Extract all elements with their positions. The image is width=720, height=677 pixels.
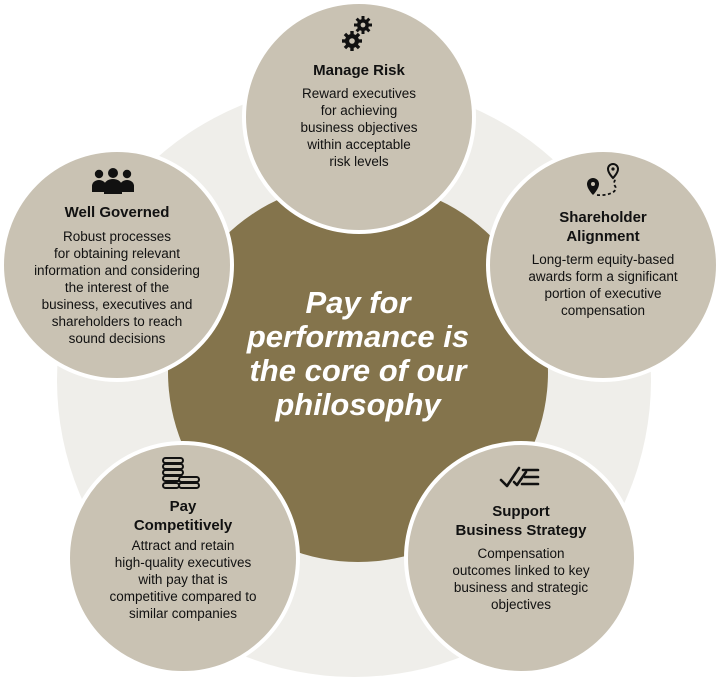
node-title: Pay Competitively <box>133 498 233 534</box>
core-line: philosophy <box>275 387 441 422</box>
node-title: Well Governed <box>64 204 170 221</box>
node-description: Attract and retain high-quality executiv… <box>109 538 257 621</box>
node-description: Robust processes for obtaining relevant … <box>34 229 200 346</box>
node-description: Long-term equity-based awards form a sig… <box>528 252 678 318</box>
node-description: Compensation outcomes linked to key busi… <box>452 546 590 612</box>
group-icon <box>92 168 134 194</box>
core-line: performance is <box>246 319 470 354</box>
map-route-icon <box>587 162 620 197</box>
node-title: Support Business Strategy <box>455 503 587 539</box>
checklist-icon <box>499 466 540 488</box>
core-statement: Pay for performance is the core of our p… <box>190 286 526 422</box>
coins-icon <box>162 457 200 489</box>
core-line: Pay for <box>305 285 411 320</box>
node-shareholder-alignment <box>486 148 720 382</box>
node-title: Shareholder Alignment <box>559 209 647 245</box>
node-description: Reward executives for achieving business… <box>300 86 418 169</box>
core-line: the core of our <box>249 353 467 388</box>
node-manage-risk <box>242 0 476 234</box>
node-title: Manage Risk <box>313 62 405 79</box>
gears-icon <box>342 16 372 51</box>
